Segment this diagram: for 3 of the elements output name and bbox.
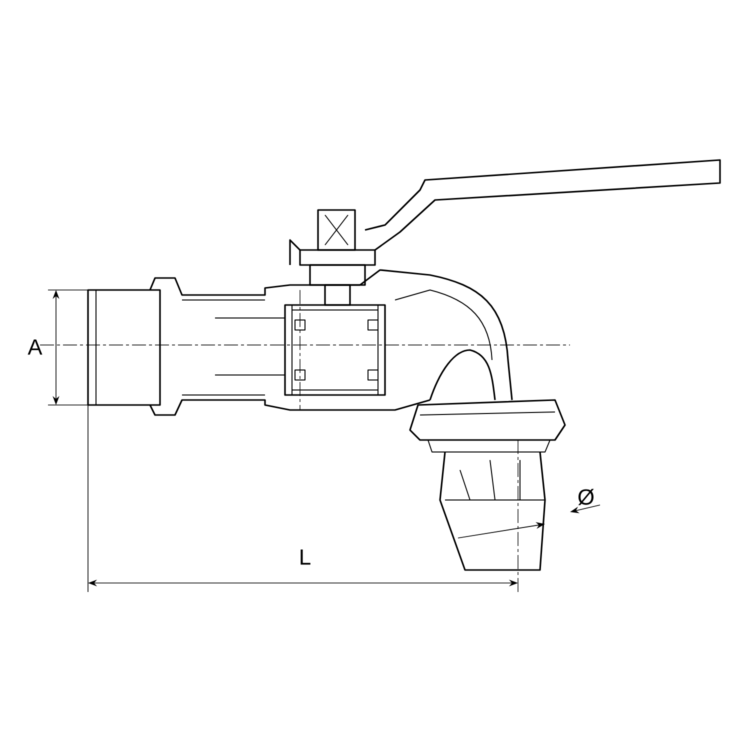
dimension-label: A [28, 339, 42, 355]
dimension-label: Ø [578, 488, 594, 506]
dimension-label: L [300, 549, 310, 565]
